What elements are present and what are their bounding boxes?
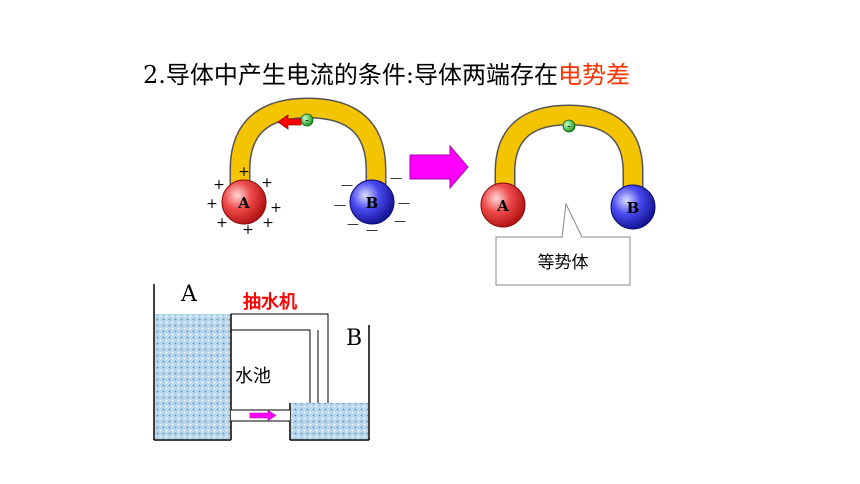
svg-text:+: +	[238, 164, 250, 180]
minus-charges: — — — — — — —	[334, 171, 410, 237]
equipotential-callout	[495, 202, 631, 286]
right-conductor: - A B 等势体	[480, 104, 656, 286]
right-ball-b	[610, 184, 656, 230]
svg-text:—: —	[334, 198, 346, 212]
right-electron	[562, 119, 576, 133]
svg-text:+: +	[242, 222, 254, 238]
left-electron-label: -	[305, 116, 309, 127]
right-ball-a-label: A	[496, 197, 509, 215]
tank-b-label: B	[346, 326, 362, 351]
equipotential-callout-label: 等势体	[538, 253, 589, 273]
water-model: A B 抽水机 水池	[153, 282, 370, 441]
right-ball-b-label: B	[627, 199, 640, 217]
bottom-pipe	[231, 409, 290, 422]
svg-text:+: +	[261, 175, 273, 191]
svg-text:+: +	[270, 200, 282, 216]
title-prefix: 2.导体中产生电流的条件:导体两端存在	[143, 61, 558, 89]
left-ball-b-label: B	[366, 194, 379, 212]
svg-text:—: —	[398, 196, 410, 210]
page-title: 2.导体中产生电流的条件:导体两端存在电势差	[143, 61, 630, 89]
tank-a-water	[155, 314, 230, 439]
title-highlight: 电势差	[558, 61, 630, 89]
plus-charges: + + + + + + + +	[206, 164, 282, 238]
svg-text:+: +	[213, 177, 225, 193]
left-ball-b	[349, 179, 395, 225]
left-ball-a-label: A	[237, 194, 250, 212]
svg-text:—: —	[394, 214, 406, 228]
svg-text:—: —	[390, 171, 402, 185]
svg-text:—: —	[347, 217, 359, 231]
left-conductor: - A + + + + + + + + B — — — — — —	[206, 97, 410, 238]
svg-text:—: —	[366, 223, 378, 237]
red-arrow-icon	[277, 114, 302, 130]
svg-text:+: +	[262, 215, 274, 231]
right-electron-label: -	[567, 122, 571, 133]
pump-pipe	[231, 313, 329, 403]
pool-label: 水池	[235, 366, 271, 387]
left-ball-a	[221, 179, 267, 225]
tank-a-label: A	[180, 282, 198, 307]
magenta-arrow-icon	[409, 144, 469, 190]
pump-label: 抽水机	[243, 291, 297, 313]
svg-text:—: —	[341, 178, 353, 192]
right-ball-a	[480, 182, 526, 228]
tank-b-water	[291, 403, 368, 439]
svg-text:+: +	[216, 215, 228, 231]
svg-text:+: +	[206, 196, 218, 212]
